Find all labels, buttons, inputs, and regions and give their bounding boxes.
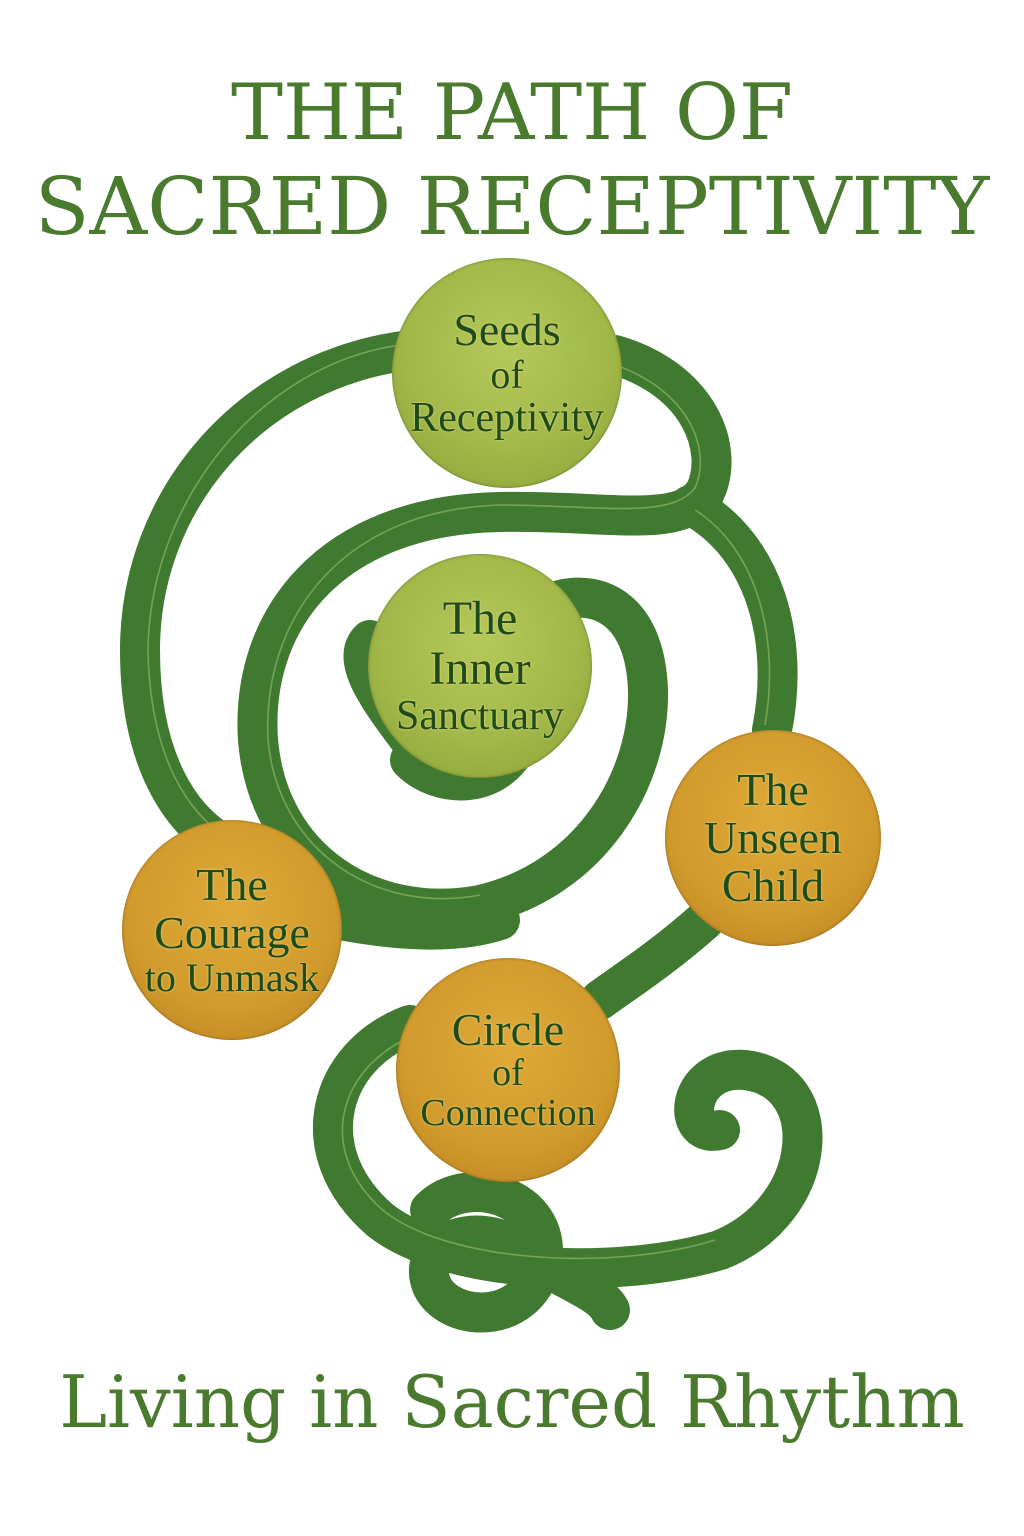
vine-unseen-circle xyxy=(580,900,725,1020)
node-label: of xyxy=(490,352,524,398)
node-label: Inner xyxy=(429,641,531,695)
vine-strokes xyxy=(119,330,823,1333)
node-label: Connection xyxy=(420,1092,596,1135)
node-label: Receptivity xyxy=(410,395,604,442)
vine-bottom xyxy=(313,1005,823,1289)
node-label: Unseen xyxy=(704,811,842,863)
node-label: The xyxy=(442,591,518,645)
node-circle-of-connection: Circle of Connection xyxy=(396,958,620,1182)
node-label: to Unmask xyxy=(144,955,320,1001)
subtitle: Living in Sacred Rhythm xyxy=(59,1360,965,1444)
title-line-1: THE PATH OF xyxy=(230,68,794,158)
node-the-unseen-child: The Unseen Child xyxy=(665,730,881,946)
vine-outer-left xyxy=(119,330,430,865)
node-the-courage-to-unmask: The Courage to Unmask xyxy=(122,820,342,1040)
node-seeds-of-receptivity: Seeds of Receptivity xyxy=(392,258,622,488)
node-label: The xyxy=(737,763,809,815)
vine-veins xyxy=(147,344,771,1260)
vine-right xyxy=(670,485,798,750)
node-the-inner-sanctuary: The Inner Sanctuary xyxy=(368,554,592,778)
title-line-2: SACRED RECEPTIVITY xyxy=(34,160,990,253)
vine-knot xyxy=(409,1172,630,1333)
node-label: Child xyxy=(721,860,825,912)
node-label: Seeds xyxy=(453,303,561,355)
node-label: Circle xyxy=(451,1003,565,1055)
node-label: Sanctuary xyxy=(396,693,564,740)
node-label: The xyxy=(196,858,268,910)
node-label: Courage xyxy=(154,907,310,958)
vine-courage-right xyxy=(320,900,520,950)
node-label: of xyxy=(492,1052,524,1095)
